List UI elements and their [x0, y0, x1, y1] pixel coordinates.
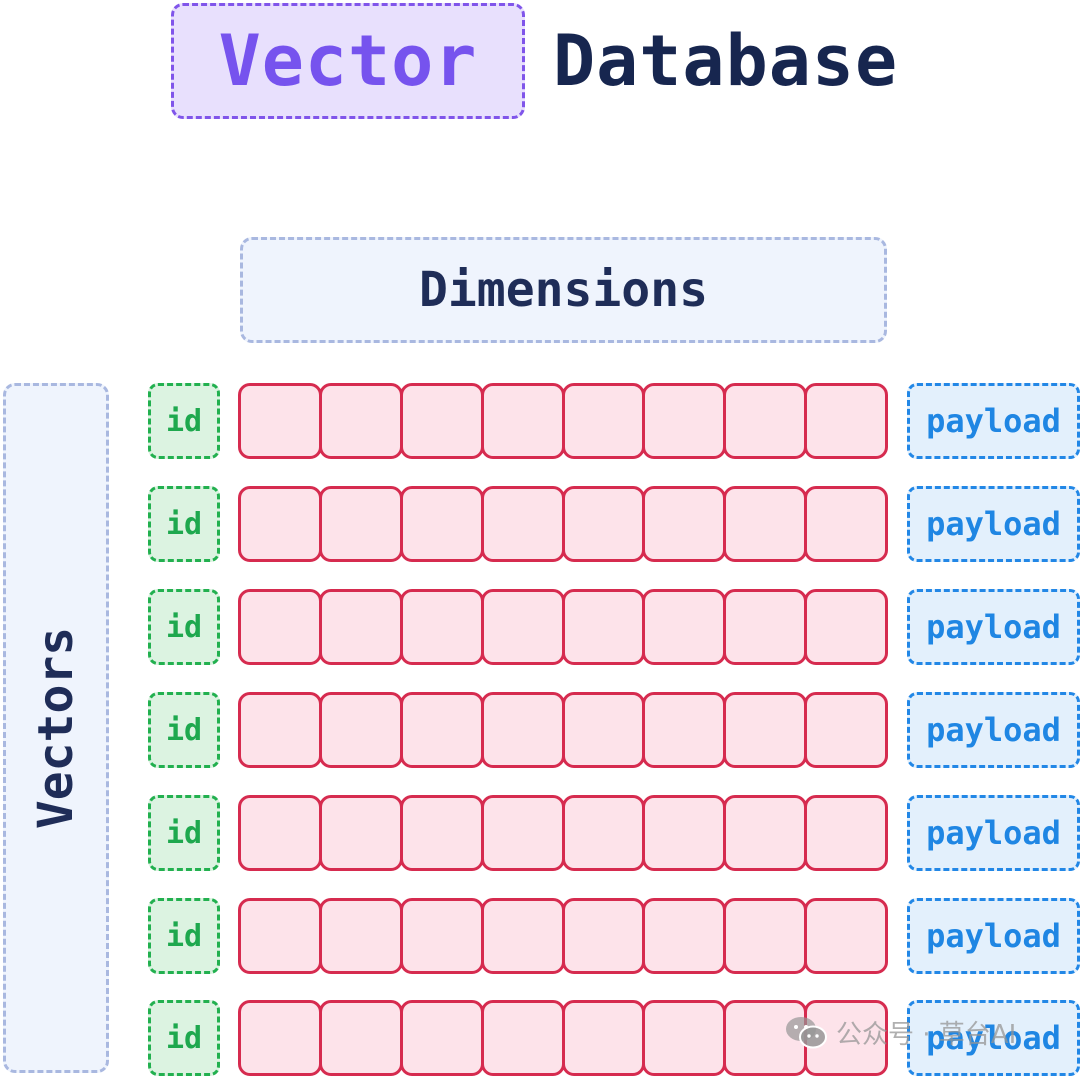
- dimension-cell: [399, 486, 484, 562]
- dimension-cell: [723, 589, 808, 665]
- dimension-cell: [399, 692, 484, 768]
- dimension-cell: [480, 1000, 565, 1076]
- dimension-cell: [804, 383, 888, 459]
- dimension-cell: [238, 1000, 322, 1076]
- payload-field: payload: [907, 898, 1080, 974]
- dimension-cell: [238, 898, 322, 974]
- wechat-icon: [786, 1017, 827, 1049]
- dimension-cell: [804, 898, 888, 974]
- dimension-cell: [238, 486, 322, 562]
- dimension-cell: [318, 795, 403, 871]
- dimension-cells: [238, 692, 888, 768]
- payload-field: payload: [907, 383, 1080, 459]
- dimension-cells: [238, 795, 888, 871]
- payload-field: payload: [907, 589, 1080, 665]
- id-field: id: [148, 383, 220, 459]
- id-field: id: [148, 692, 220, 768]
- dimension-cell: [804, 692, 888, 768]
- vector-row: id payload: [0, 1000, 1080, 1076]
- dimension-cell: [561, 486, 646, 562]
- vector-row: id payload: [0, 383, 1080, 459]
- vectors-label-box: [3, 383, 109, 1073]
- watermark: 公众号 · 草台AI: [784, 1012, 1016, 1052]
- dimension-cells: [238, 1000, 888, 1076]
- dimension-cell: [804, 589, 888, 665]
- vector-row: id payload: [0, 898, 1080, 974]
- dimension-cell: [642, 486, 727, 562]
- id-field: id: [148, 589, 220, 665]
- dimensions-label: Dimensions: [240, 237, 887, 343]
- dimension-cell: [399, 795, 484, 871]
- dimension-cell: [561, 795, 646, 871]
- dimension-cell: [318, 589, 403, 665]
- id-field: id: [148, 795, 220, 871]
- dimension-cell: [561, 383, 646, 459]
- dimension-cell: [318, 486, 403, 562]
- vector-row: id payload: [0, 795, 1080, 871]
- dimension-cells: [238, 383, 888, 459]
- dimension-cell: [561, 1000, 646, 1076]
- dimension-cell: [723, 692, 808, 768]
- dimension-cell: [642, 383, 727, 459]
- dimension-cell: [318, 692, 403, 768]
- dimension-cell: [318, 898, 403, 974]
- dimension-cell: [642, 692, 727, 768]
- vector-row: id payload: [0, 486, 1080, 562]
- dimension-cells: [238, 898, 888, 974]
- dimension-cell: [480, 383, 565, 459]
- dimension-cell: [804, 795, 888, 871]
- title-vector-text: Vector: [218, 20, 478, 102]
- dimension-cell: [399, 898, 484, 974]
- dimension-cell: [561, 898, 646, 974]
- title-database-text: Database: [553, 20, 899, 102]
- dimension-cells: [238, 589, 888, 665]
- payload-field: payload: [907, 692, 1080, 768]
- id-field: id: [148, 898, 220, 974]
- dimension-cell: [238, 589, 322, 665]
- dimension-cell: [238, 383, 322, 459]
- dimension-cells: [238, 486, 888, 562]
- dimension-cell: [561, 692, 646, 768]
- dimension-cell: [399, 383, 484, 459]
- vector-row: id payload: [0, 692, 1080, 768]
- payload-field: payload: [907, 1000, 1080, 1076]
- id-field: id: [148, 1000, 220, 1076]
- dimension-cell: [561, 589, 646, 665]
- dimension-cell: [723, 898, 808, 974]
- dimension-cell: [480, 486, 565, 562]
- payload-field: payload: [907, 486, 1080, 562]
- dimension-cell: [238, 795, 322, 871]
- dimension-cell: [723, 795, 808, 871]
- dimension-cell: [642, 898, 727, 974]
- dimension-cell: [399, 1000, 484, 1076]
- dimension-cell: [642, 795, 727, 871]
- dimension-cell: [399, 589, 484, 665]
- dimension-cell: [480, 898, 565, 974]
- title-vector-highlight: Vector: [171, 3, 525, 119]
- dimension-cell: [238, 692, 322, 768]
- dimension-cell: [480, 589, 565, 665]
- dimension-cell: [480, 692, 565, 768]
- dimension-cell: [723, 383, 808, 459]
- vector-row: id payload: [0, 589, 1080, 665]
- dimension-cell: [642, 589, 727, 665]
- dimension-cell: [642, 1000, 727, 1076]
- dimension-cell: [804, 486, 888, 562]
- dimension-cell: [318, 1000, 403, 1076]
- dimension-cell: [318, 383, 403, 459]
- dimension-cell: [480, 795, 565, 871]
- id-field: id: [148, 486, 220, 562]
- payload-field: payload: [907, 795, 1080, 871]
- dimension-cell: [723, 486, 808, 562]
- watermark-text: 公众号 · 草台AI: [836, 1019, 1017, 1050]
